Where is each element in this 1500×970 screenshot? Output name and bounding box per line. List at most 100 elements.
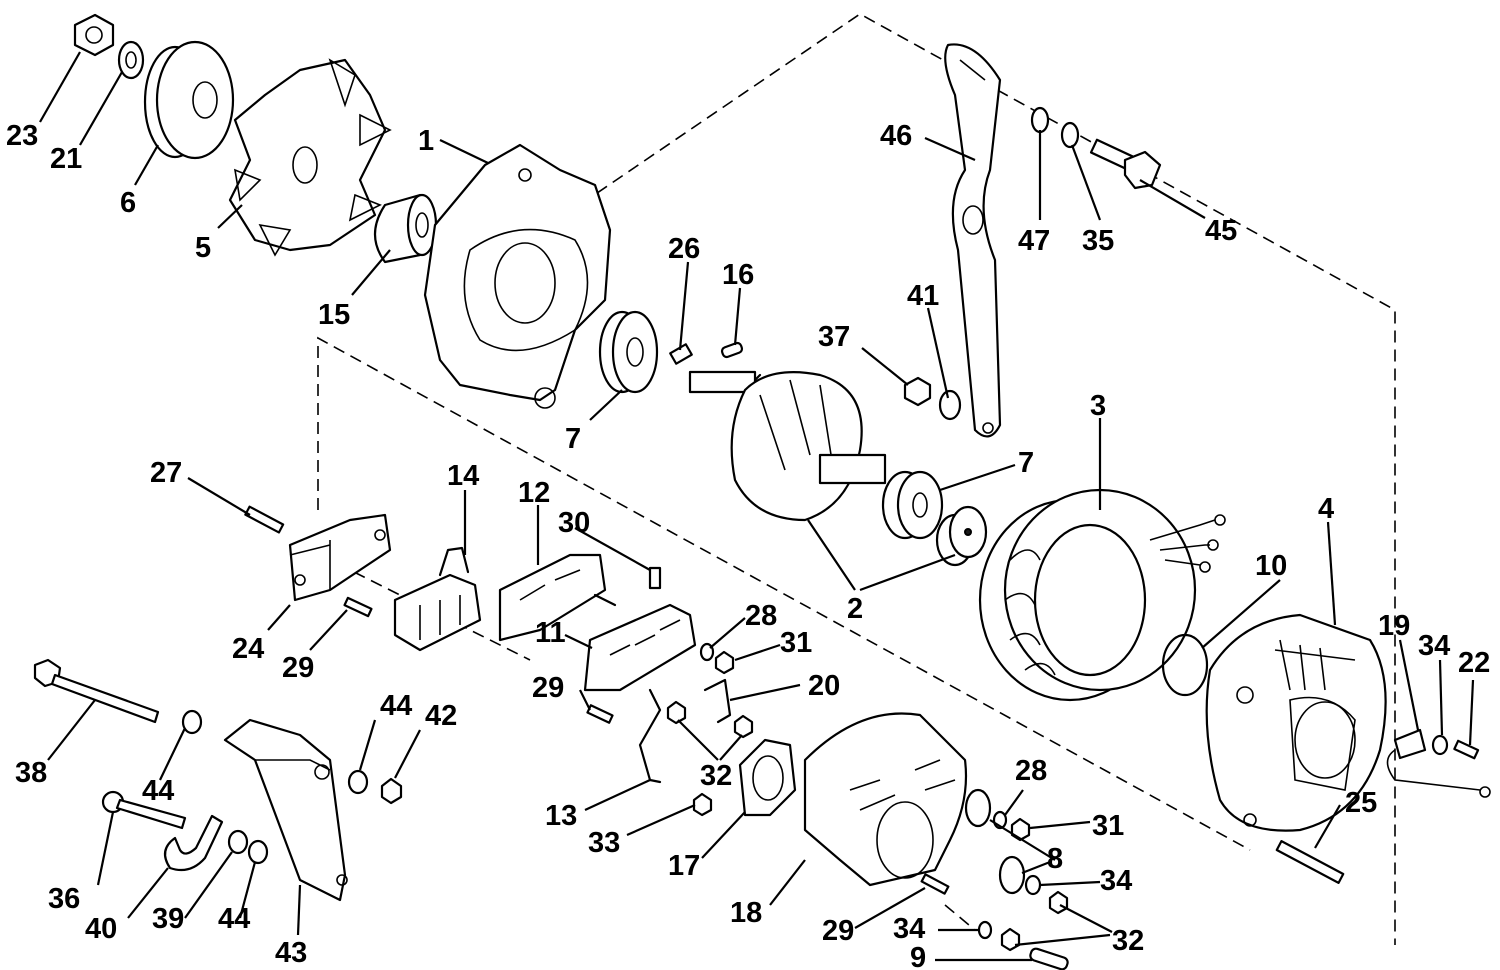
part-5-fan bbox=[228, 58, 392, 257]
callout-1: 1 bbox=[418, 125, 434, 157]
part-2-slip-ring bbox=[935, 505, 988, 567]
part-4-rear-housing bbox=[1205, 613, 1387, 832]
part-26-screw bbox=[669, 343, 693, 365]
part-25-bolt bbox=[1275, 840, 1345, 884]
part-6-pulley bbox=[143, 40, 235, 160]
part-44-washers bbox=[181, 709, 369, 865]
callout-38: 38 bbox=[15, 757, 47, 789]
callout-31-lower: 31 bbox=[1092, 810, 1124, 842]
part-7-bearing-rear bbox=[881, 470, 944, 540]
part-23-nut bbox=[73, 13, 115, 57]
part-7-bearing-front bbox=[598, 310, 659, 394]
callout-31-upper: 31 bbox=[780, 627, 812, 659]
callout-16: 16 bbox=[722, 259, 754, 291]
part-40-clamp bbox=[163, 814, 224, 872]
callout-41: 41 bbox=[907, 280, 939, 312]
callout-2: 2 bbox=[847, 593, 863, 625]
part-31-nut-a bbox=[714, 650, 735, 675]
callout-34-lower: 34 bbox=[1100, 865, 1132, 897]
part-27-screw bbox=[244, 505, 285, 534]
callout-36: 36 bbox=[48, 883, 80, 915]
part-46-bracket bbox=[944, 43, 1002, 438]
callout-28-upper: 28 bbox=[745, 600, 777, 632]
callout-19: 19 bbox=[1378, 610, 1410, 642]
part-29-screw-b bbox=[586, 704, 614, 724]
part-17-gasket bbox=[738, 738, 797, 817]
part-3-stator bbox=[978, 488, 1226, 702]
callout-10: 10 bbox=[1255, 550, 1287, 582]
callout-43: 43 bbox=[275, 937, 307, 969]
callout-7-rear: 7 bbox=[1018, 447, 1034, 479]
callout-22: 22 bbox=[1458, 647, 1490, 679]
callout-3: 3 bbox=[1090, 390, 1106, 422]
part-32-nuts-b bbox=[1000, 890, 1069, 952]
part-18-end-cover bbox=[803, 712, 968, 887]
part-2-rotor bbox=[688, 370, 887, 522]
callout-17: 17 bbox=[668, 850, 700, 882]
part-30-screw bbox=[648, 566, 662, 590]
callout-33: 33 bbox=[588, 827, 620, 859]
callout-25: 25 bbox=[1345, 787, 1377, 819]
callout-6: 6 bbox=[120, 187, 136, 219]
part-36-bolt bbox=[101, 790, 187, 830]
callout-37: 37 bbox=[818, 321, 850, 353]
part-8-insulators bbox=[964, 788, 1026, 895]
part-37-nut bbox=[903, 376, 932, 407]
part-13-strap bbox=[638, 688, 662, 784]
callout-21: 21 bbox=[50, 143, 82, 175]
callout-18: 18 bbox=[730, 897, 762, 929]
callout-15: 15 bbox=[318, 299, 350, 331]
part-33-nut bbox=[692, 792, 713, 817]
callout-14: 14 bbox=[447, 460, 479, 492]
part-20-clip bbox=[703, 678, 732, 724]
part-1-drive-end-frame bbox=[423, 143, 612, 409]
part-24-bracket bbox=[288, 513, 392, 602]
part-34-washer-rear bbox=[1431, 734, 1449, 756]
callout-7-front: 7 bbox=[565, 423, 581, 455]
part-22-screw bbox=[1453, 739, 1480, 760]
callout-9: 9 bbox=[910, 942, 926, 970]
part-10-o-ring bbox=[1161, 633, 1209, 697]
part-35-washer bbox=[1060, 121, 1080, 149]
callout-47: 47 bbox=[1018, 225, 1050, 257]
callout-24: 24 bbox=[232, 633, 264, 665]
callout-26: 26 bbox=[668, 233, 700, 265]
callout-45: 45 bbox=[1205, 215, 1237, 247]
part-11-rectifier bbox=[583, 603, 697, 692]
part-45-bolt bbox=[1089, 138, 1162, 190]
part-38-bolt bbox=[33, 658, 160, 724]
part-29-screw-a bbox=[343, 596, 373, 618]
callout-23: 23 bbox=[6, 120, 38, 152]
part-41-washer bbox=[938, 389, 962, 421]
callout-30: 30 bbox=[558, 507, 590, 539]
callout-35: 35 bbox=[1082, 225, 1114, 257]
callout-11: 11 bbox=[535, 617, 566, 649]
part-21-washer bbox=[117, 40, 145, 80]
part-47-washer bbox=[1030, 106, 1050, 134]
part-43-brace bbox=[223, 718, 348, 902]
callout-42: 42 bbox=[425, 700, 457, 732]
part-39-washer bbox=[227, 829, 249, 855]
leader-lines bbox=[39, 51, 1475, 962]
callout-13: 13 bbox=[545, 800, 577, 832]
callout-46: 46 bbox=[880, 120, 912, 152]
callout-29-lower: 29 bbox=[822, 915, 854, 947]
callout-labels: 23 21 6 5 1 15 26 16 7 46 47 35 45 41 37… bbox=[6, 120, 1490, 970]
callout-40: 40 bbox=[85, 913, 117, 945]
callout-34-bottom: 34 bbox=[893, 913, 925, 945]
part-31-nut-b bbox=[1010, 817, 1031, 842]
callout-44-upper: 44 bbox=[142, 775, 174, 807]
part-19-terminal bbox=[1386, 728, 1491, 798]
part-14-regulator bbox=[393, 546, 482, 652]
part-15-spacer bbox=[374, 193, 438, 264]
callout-39: 39 bbox=[152, 903, 184, 935]
part-42-nut bbox=[380, 777, 403, 805]
callout-27: 27 bbox=[150, 457, 182, 489]
callout-5: 5 bbox=[195, 232, 211, 264]
callout-29-middle: 29 bbox=[532, 672, 564, 704]
callout-20: 20 bbox=[808, 670, 840, 702]
part-9-pin bbox=[1029, 947, 1069, 970]
part-12-brush-holder bbox=[498, 553, 617, 642]
callout-12: 12 bbox=[518, 477, 550, 509]
